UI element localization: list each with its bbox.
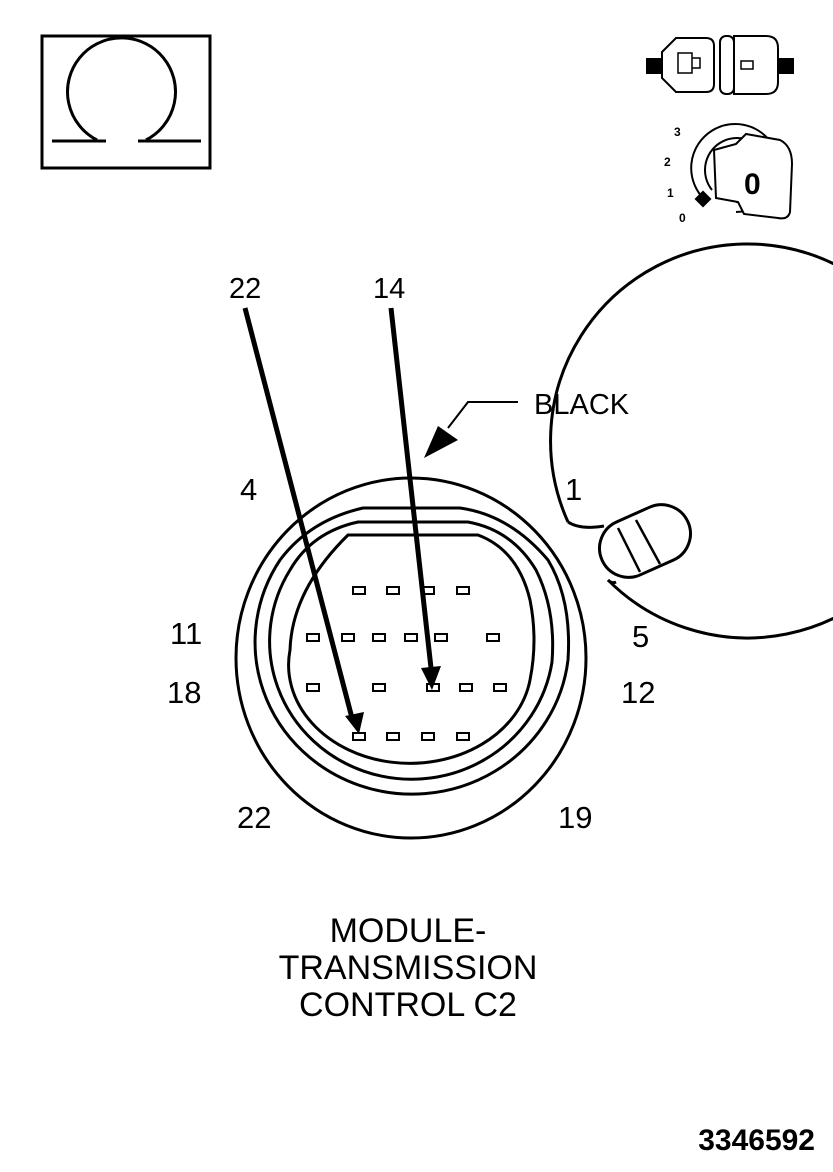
title-line-1: MODULE- — [330, 912, 487, 950]
connector-color-label: BLACK — [534, 389, 630, 421]
ignition-key-icon: 3 2 1 0 0 — [664, 123, 794, 225]
pin-number-5: 5 — [632, 619, 649, 654]
pin-cavity — [386, 586, 400, 595]
pin-cavity — [352, 586, 366, 595]
pin-number-4: 4 — [240, 472, 257, 507]
title-line-2: TRANSMISSION — [279, 949, 538, 987]
pin-cavity — [306, 683, 320, 692]
pin-number-19: 19 — [558, 800, 592, 835]
pin-cavity — [372, 633, 386, 642]
pin-number-22: 22 — [237, 800, 271, 835]
pin-cavity — [434, 633, 448, 642]
pin-cavity — [456, 732, 470, 741]
figure-id: 3346592 — [698, 1124, 815, 1157]
pin-cavity — [352, 732, 366, 741]
pin-number-1: 1 — [565, 472, 582, 507]
pin-number-18: 18 — [167, 675, 201, 710]
connector-face — [234, 242, 833, 840]
pin-cavities — [306, 586, 507, 741]
ignition-position-1: 1 — [667, 186, 674, 200]
pin-cavity — [486, 633, 500, 642]
ignition-key-mark: 0 — [744, 168, 761, 201]
pin-number-12: 12 — [621, 675, 655, 710]
pin-cavity — [386, 732, 400, 741]
ohm-icon — [40, 34, 212, 170]
pin-cavity — [459, 683, 473, 692]
ignition-position-0: 0 — [679, 211, 686, 225]
color-callout: BLACK — [424, 389, 630, 458]
ignition-position-2: 2 — [664, 155, 671, 169]
title-line-3: CONTROL C2 — [299, 986, 517, 1024]
probe-arrow-pin-14 — [388, 307, 441, 690]
probe-label-14: 14 — [373, 273, 405, 305]
pin-cavity — [404, 633, 418, 642]
latch-tab — [598, 503, 692, 579]
pin-number-11: 11 — [170, 616, 202, 651]
pin-cavity — [493, 683, 507, 692]
probe-label-22: 22 — [229, 273, 261, 305]
pin-cavity — [341, 633, 355, 642]
connector-disconnect-icon — [646, 35, 794, 95]
probe-arrow-pin-22 — [242, 307, 364, 734]
ignition-position-3: 3 — [674, 125, 681, 139]
pin-cavity — [421, 732, 435, 741]
pin-cavity — [456, 586, 470, 595]
pin-cavity — [372, 683, 386, 692]
pin-cavity — [306, 633, 320, 642]
connector-title: MODULE- TRANSMISSION CONTROL C2 — [279, 912, 538, 1024]
